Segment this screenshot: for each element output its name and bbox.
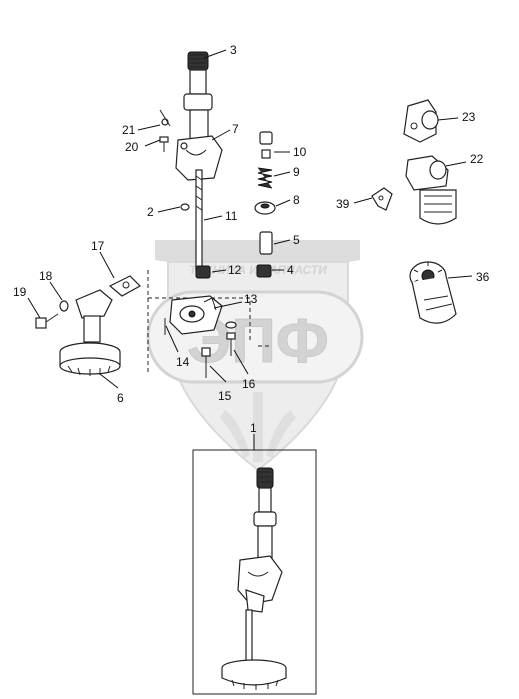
valve-sleeve [259, 231, 273, 255]
callout-11: 11 [225, 209, 238, 223]
callout-19: 19 [13, 285, 27, 299]
callout-23: 23 [462, 110, 476, 124]
callout-8: 8 [293, 193, 300, 207]
watermark-wheat [220, 392, 296, 462]
pump-shaft [195, 169, 203, 271]
filter-head-23 [403, 99, 437, 143]
bolt-20 [159, 136, 169, 143]
oil-pump-drive-assembly [159, 51, 223, 271]
assembly-1-box [192, 449, 317, 695]
callout-15: 15 [218, 389, 232, 403]
leader-lines [27, 49, 473, 450]
nut-12 [195, 265, 211, 279]
washer-16 [225, 321, 237, 329]
callout-10: 10 [293, 145, 307, 159]
callout-9: 9 [293, 165, 300, 179]
callout-4: 4 [287, 263, 294, 277]
callout-22: 22 [470, 152, 484, 166]
filter-canister-22 [419, 189, 457, 225]
callout-21: 21 [122, 123, 136, 137]
callout-7: 7 [232, 122, 239, 136]
pin-2 [180, 203, 190, 211]
bracket-39 [371, 187, 393, 211]
callouts: 3 21 7 20 10 9 8 2 11 5 17 12 4 18 19 13… [13, 43, 490, 435]
callout-6: 6 [117, 391, 124, 405]
callout-16: 16 [242, 377, 256, 391]
callout-5: 5 [293, 233, 300, 247]
valve-cap [259, 131, 273, 145]
oil-strainer-assembly [35, 275, 141, 376]
callout-14: 14 [176, 355, 190, 369]
callout-13: 13 [244, 292, 258, 306]
callout-20: 20 [125, 140, 139, 154]
nut-4 [256, 264, 272, 278]
callout-12: 12 [228, 263, 242, 277]
callout-39: 39 [336, 197, 350, 211]
bolt-15 [201, 347, 211, 357]
relief-valve-parts [195, 131, 276, 279]
bolt-16 [226, 332, 236, 340]
oil-filter-parts [371, 99, 457, 324]
callout-2: 2 [147, 205, 154, 219]
valve-spring [257, 167, 273, 189]
callout-1: 1 [250, 421, 257, 435]
callout-17: 17 [91, 239, 105, 253]
pump-housing [147, 270, 272, 378]
gasket-17 [108, 275, 141, 297]
callout-36: 36 [476, 270, 490, 284]
washer-18 [59, 300, 69, 312]
callout-18: 18 [39, 269, 53, 283]
callout-3: 3 [230, 43, 237, 57]
watermark-logo-text: ЭПФ [187, 307, 329, 376]
pump-body [175, 135, 223, 181]
bolt-19 [35, 317, 47, 329]
